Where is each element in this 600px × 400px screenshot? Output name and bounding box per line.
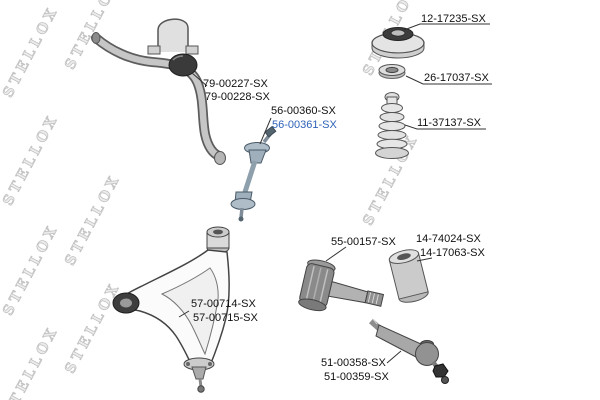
part-label-arm-bushing-2[interactable]: 14-17063-SX [420, 247, 485, 259]
arm-bushing-drawing [388, 249, 429, 303]
part-label-stab-bar-1[interactable]: 79-00227-SX [203, 78, 268, 90]
part-label-arm-bushing-1[interactable]: 14-74024-SX [416, 233, 481, 245]
tie-rod-end-drawing [369, 318, 449, 384]
part-label-strut-mount[interactable]: 12-17235-SX [421, 13, 486, 25]
part-label-tie-rod-1[interactable]: 51-00358-SX [321, 357, 386, 369]
part-label-control-arm-1[interactable]: 57-00714-SX [191, 298, 256, 310]
bump-stop-boot-drawing [375, 92, 409, 159]
inner-joint-drawing [298, 259, 385, 312]
part-label-bump-stop[interactable]: 11-37137-SX [417, 117, 482, 129]
strut-bearing-drawing [378, 64, 406, 79]
stabilizer-bar-drawing [91, 18, 226, 165]
stabilizer-link-drawing [230, 125, 277, 222]
part-label-stab-link-2-selected[interactable]: 56-00361-SX [272, 119, 337, 131]
part-label-control-arm-2[interactable]: 57-00715-SX [193, 312, 258, 324]
part-label-tie-rod-2[interactable]: 51-00359-SX [324, 371, 389, 383]
strut-mount-drawing [371, 27, 425, 59]
part-label-stab-link-1[interactable]: 56-00360-SX [271, 105, 336, 117]
part-label-bearing[interactable]: 26-17037-SX [424, 72, 489, 84]
leader-lines [178, 23, 492, 364]
part-label-stab-bar-2[interactable]: 79-00228-SX [205, 91, 270, 103]
part-label-inner-joint[interactable]: 55-00157-SX [331, 236, 396, 248]
control-arm-drawing [112, 226, 230, 393]
